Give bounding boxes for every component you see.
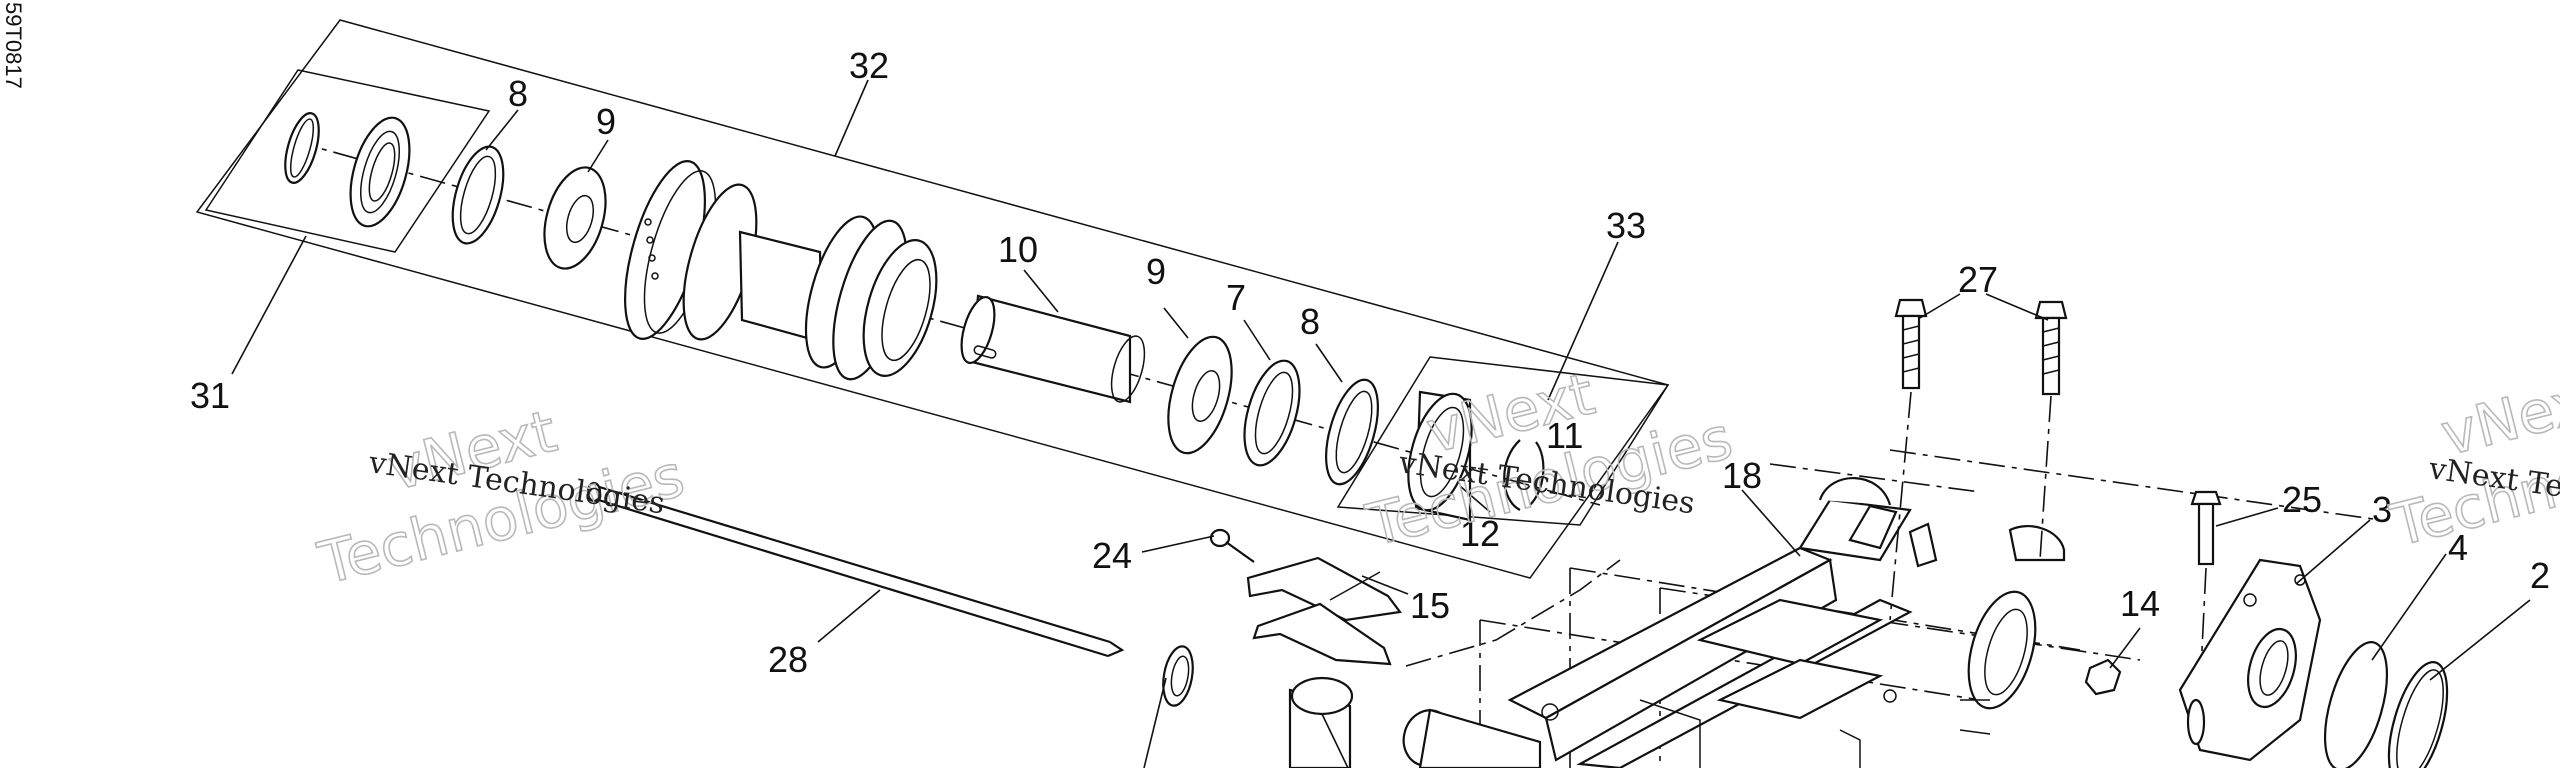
bushing-part: [1162, 645, 1354, 768]
bolt-27b-axis: [2039, 395, 2052, 561]
drawing-code: 59T0817: [1, 2, 26, 89]
seal-8b-part: [1325, 378, 1379, 486]
callout-32: 32: [849, 45, 889, 86]
swing-arm-18-part: [1402, 449, 2381, 768]
housing-hole: [646, 236, 654, 244]
callout-18: 18: [1722, 455, 1762, 496]
callout-14: 14: [2120, 583, 2160, 624]
kit-33-outline: [1336, 356, 1670, 526]
callout-24: 24: [1092, 535, 1132, 576]
watermark-right: vNext Technologies: [2383, 361, 2560, 560]
bearing-31-part: [349, 116, 411, 228]
callout-7: 7: [1226, 277, 1246, 318]
callout-8b: 8: [1300, 301, 1320, 342]
watermark-brand-word-1-right: vNext: [2435, 362, 2560, 469]
callout-8a: 8: [508, 73, 528, 114]
callout-11: 11: [1546, 415, 1583, 456]
callout-12: 12: [1460, 513, 1500, 554]
ring-2x-part: [2387, 661, 2449, 768]
o-ring-part: [284, 112, 320, 184]
callout-27: 27: [1958, 259, 1998, 300]
bearing-12-part: [1407, 390, 1473, 522]
callout-labels: 32 31 8 9 10 9 7 8 33 11 12 27 18 25 3 4…: [190, 45, 2550, 680]
upper-axis-line: [289, 139, 1601, 506]
callout-15: 15: [1410, 585, 1450, 626]
callout-9a: 9: [596, 101, 616, 142]
bolt-24-part: [1209, 528, 1255, 563]
nut-14-part: [2084, 658, 2122, 696]
seal-7-part: [1243, 359, 1301, 467]
kit-32-outline: [195, 19, 1670, 579]
bolt-27a-part: [1894, 298, 1928, 390]
callout-3: 3: [2372, 489, 2392, 530]
snap-ring-11-part: [1503, 439, 1545, 511]
callout-28: 28: [768, 639, 808, 680]
callout-9b: 9: [1146, 251, 1166, 292]
rod-28-part: [586, 481, 1125, 658]
bolt-27b-part: [2034, 300, 2068, 396]
callout-33: 33: [1606, 205, 1646, 246]
sleeve-10-part: [960, 294, 1146, 404]
callout-25: 25: [2282, 479, 2322, 520]
callout-2x: 2: [2530, 555, 2550, 596]
seal-8-part: [451, 145, 505, 245]
spacer-9-part: [543, 166, 607, 270]
ring-4-part: [2323, 641, 2389, 768]
callout-4: 4: [2448, 527, 2468, 568]
callout-31: 31: [190, 375, 230, 416]
kit-31-outline: [204, 69, 491, 253]
leader-lines: [231, 79, 2531, 768]
o-ring-inner: [289, 118, 315, 178]
bolt-27a-axis: [1889, 391, 1912, 621]
spacer-9b-part: [1167, 335, 1233, 455]
axle-housing-part: [624, 160, 938, 381]
bracket-15-part: [1246, 556, 1402, 666]
bolt-25-part: [2190, 490, 2222, 566]
bracket-3-part: [2178, 558, 2322, 762]
callout-10: 10: [998, 229, 1038, 270]
